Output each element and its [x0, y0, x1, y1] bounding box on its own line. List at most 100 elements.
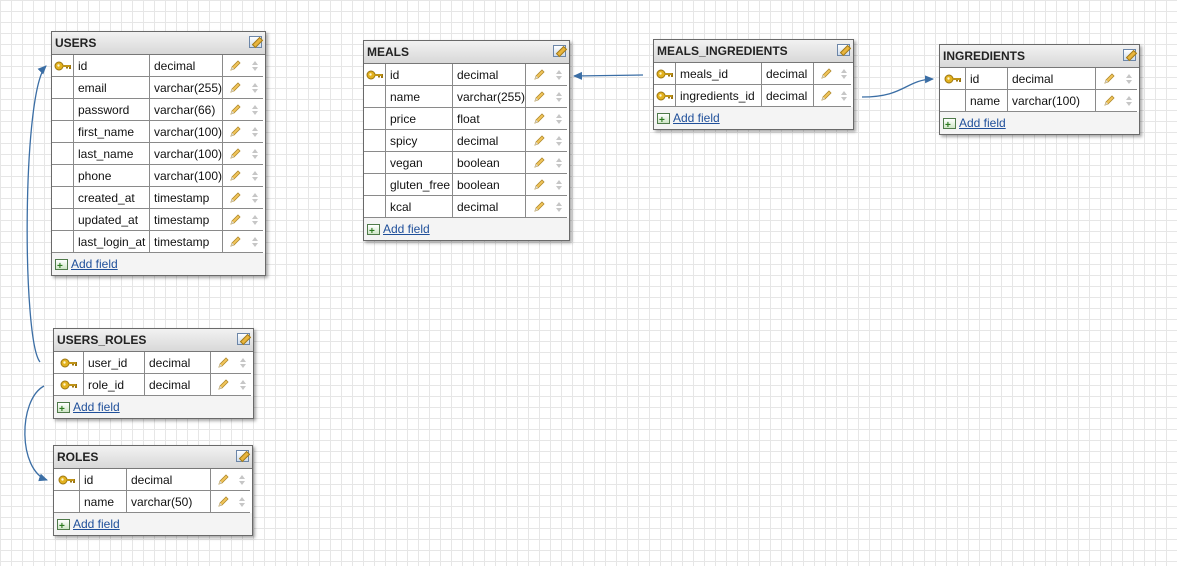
- field-name[interactable]: last_login_at: [74, 231, 150, 253]
- field-type[interactable]: varchar(100): [1008, 90, 1096, 112]
- field-type[interactable]: decimal: [762, 85, 814, 107]
- field-type[interactable]: decimal: [127, 469, 211, 491]
- field-type[interactable]: boolean: [453, 152, 526, 174]
- edit-table-icon[interactable]: [837, 44, 850, 56]
- up-down-arrows-icon[interactable]: [238, 496, 246, 508]
- table-header[interactable]: MEALS_INGREDIENTS: [654, 40, 853, 63]
- field-name[interactable]: meals_id: [676, 63, 762, 85]
- field-name[interactable]: ingredients_id: [676, 85, 762, 107]
- up-down-arrows-icon[interactable]: [239, 379, 247, 391]
- field-name[interactable]: id: [966, 68, 1008, 90]
- up-down-arrows-icon[interactable]: [251, 148, 259, 160]
- table-header[interactable]: USERS: [52, 32, 265, 55]
- field-type[interactable]: varchar(100): [150, 121, 223, 143]
- up-down-arrows-icon[interactable]: [251, 104, 259, 116]
- field-type[interactable]: decimal: [453, 64, 526, 86]
- field-type[interactable]: varchar(66): [150, 99, 223, 121]
- add-field-link[interactable]: Add field: [673, 111, 720, 125]
- up-down-arrows-icon[interactable]: [555, 157, 563, 169]
- pencil-icon[interactable]: [533, 134, 546, 147]
- pencil-icon[interactable]: [217, 356, 230, 369]
- up-down-arrows-icon[interactable]: [251, 192, 259, 204]
- pencil-icon[interactable]: [1103, 94, 1116, 107]
- up-down-arrows-icon[interactable]: [555, 179, 563, 191]
- field-name[interactable]: name: [966, 90, 1008, 112]
- field-name[interactable]: email: [74, 77, 150, 99]
- field-type[interactable]: decimal: [453, 130, 526, 152]
- field-name[interactable]: gluten_free: [386, 174, 453, 196]
- up-down-arrows-icon[interactable]: [555, 69, 563, 81]
- field-type[interactable]: decimal: [1008, 68, 1096, 90]
- field-name[interactable]: role_id: [84, 374, 145, 396]
- field-type[interactable]: boolean: [453, 174, 526, 196]
- field-type[interactable]: varchar(50): [127, 491, 211, 513]
- pencil-icon[interactable]: [229, 59, 242, 72]
- field-type[interactable]: varchar(100): [150, 165, 223, 187]
- up-down-arrows-icon[interactable]: [251, 170, 259, 182]
- up-down-arrows-icon[interactable]: [1125, 73, 1133, 85]
- field-type[interactable]: timestamp: [150, 231, 223, 253]
- field-name[interactable]: phone: [74, 165, 150, 187]
- table-header[interactable]: INGREDIENTS: [940, 45, 1139, 68]
- field-type[interactable]: decimal: [150, 55, 223, 77]
- add-field-icon[interactable]: [943, 115, 956, 137]
- field-type[interactable]: varchar(100): [150, 143, 223, 165]
- field-name[interactable]: kcal: [386, 196, 453, 218]
- pencil-icon[interactable]: [229, 191, 242, 204]
- up-down-arrows-icon[interactable]: [1125, 95, 1133, 107]
- add-field-icon[interactable]: [57, 399, 70, 421]
- up-down-arrows-icon[interactable]: [251, 126, 259, 138]
- table-users-roles[interactable]: USERS_ROLESuser_iddecimalrole_iddecimalA…: [53, 328, 254, 421]
- field-type[interactable]: varchar(255): [453, 86, 526, 108]
- up-down-arrows-icon[interactable]: [251, 214, 259, 226]
- field-name[interactable]: vegan: [386, 152, 453, 174]
- pencil-icon[interactable]: [533, 178, 546, 191]
- up-down-arrows-icon[interactable]: [251, 236, 259, 248]
- table-header[interactable]: USERS_ROLES: [54, 329, 253, 352]
- field-name[interactable]: last_name: [74, 143, 150, 165]
- pencil-icon[interactable]: [229, 81, 242, 94]
- add-field-icon[interactable]: [367, 221, 380, 243]
- edit-table-icon[interactable]: [237, 333, 250, 345]
- pencil-icon[interactable]: [533, 90, 546, 103]
- field-name[interactable]: id: [80, 469, 127, 491]
- up-down-arrows-icon[interactable]: [840, 68, 848, 80]
- up-down-arrows-icon[interactable]: [238, 474, 246, 486]
- add-field-link[interactable]: Add field: [71, 257, 118, 271]
- field-type[interactable]: decimal: [762, 63, 814, 85]
- pencil-icon[interactable]: [217, 495, 230, 508]
- field-name[interactable]: name: [386, 86, 453, 108]
- add-field-link[interactable]: Add field: [959, 116, 1006, 130]
- pencil-icon[interactable]: [217, 378, 230, 391]
- pencil-icon[interactable]: [229, 147, 242, 160]
- up-down-arrows-icon[interactable]: [555, 201, 563, 213]
- pencil-icon[interactable]: [533, 200, 546, 213]
- field-name[interactable]: name: [80, 491, 127, 513]
- pencil-icon[interactable]: [229, 213, 242, 226]
- edit-table-icon[interactable]: [236, 450, 249, 462]
- edit-table-icon[interactable]: [249, 36, 262, 48]
- field-name[interactable]: price: [386, 108, 453, 130]
- field-type[interactable]: timestamp: [150, 187, 223, 209]
- field-name[interactable]: updated_at: [74, 209, 150, 231]
- table-header[interactable]: MEALS: [364, 41, 569, 64]
- pencil-icon[interactable]: [229, 103, 242, 116]
- table-header[interactable]: ROLES: [54, 446, 252, 469]
- field-name[interactable]: spicy: [386, 130, 453, 152]
- field-name[interactable]: user_id: [84, 352, 145, 374]
- up-down-arrows-icon[interactable]: [239, 357, 247, 369]
- pencil-icon[interactable]: [533, 156, 546, 169]
- field-type[interactable]: decimal: [145, 352, 211, 374]
- pencil-icon[interactable]: [229, 235, 242, 248]
- field-name[interactable]: password: [74, 99, 150, 121]
- pencil-icon[interactable]: [533, 68, 546, 81]
- pencil-icon[interactable]: [533, 112, 546, 125]
- field-name[interactable]: id: [386, 64, 453, 86]
- field-type[interactable]: decimal: [453, 196, 526, 218]
- table-ingredients[interactable]: INGREDIENTSiddecimalnamevarchar(100)Add …: [939, 44, 1140, 137]
- add-field-link[interactable]: Add field: [73, 517, 120, 531]
